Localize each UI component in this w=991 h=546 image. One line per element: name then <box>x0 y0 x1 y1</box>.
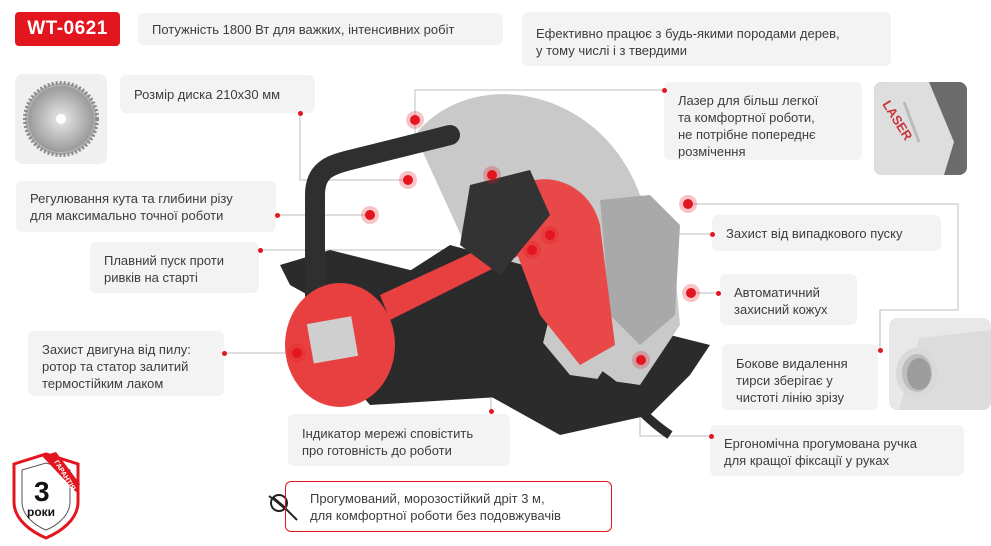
feature-grip-text: Ергономічна прогумована ручка для кращої… <box>724 436 917 468</box>
feature-power: Потужність 1800 Вт для важких, інтенсивн… <box>138 13 503 45</box>
hotspot-motor <box>292 348 302 358</box>
hotspot-disc <box>403 175 413 185</box>
feature-motor: Захист двигуна від пилу: ротор та статор… <box>28 331 224 396</box>
feature-disc-text: Розмір диска 210х30 мм <box>134 87 281 102</box>
dust-port-icon <box>896 330 991 410</box>
laser-module-icon: LASER <box>874 82 967 175</box>
dot-indicator <box>489 409 494 414</box>
feature-safety-start-text: Захист від випадкового пуску <box>726 226 903 241</box>
laser-thumbnail: LASER <box>874 82 967 175</box>
feature-safety-start: Захист від випадкового пуску <box>712 215 941 251</box>
feature-motor-text: Захист двигуна від пилу: ротор та статор… <box>42 342 191 391</box>
feature-cord: Прогумований, морозостійкий дріт 3 м, дл… <box>285 481 612 532</box>
feature-softstart-text: Плавний пуск проти ривків на старті <box>104 253 225 285</box>
dot-adjust <box>275 213 280 218</box>
feature-power-text: Потужність 1800 Вт для важких, інтенсивн… <box>152 22 455 37</box>
dot-guard <box>716 291 721 296</box>
feature-dust: Бокове видалення тирси зберігає у чистот… <box>722 344 878 410</box>
dot-laser <box>662 88 667 93</box>
dot-motor <box>222 351 227 356</box>
dust-port-thumbnail <box>889 318 991 410</box>
hotspot-safety <box>545 230 555 240</box>
feature-indicator-text: Індикатор мережі сповістить про готовніс… <box>302 426 474 458</box>
feature-grip: Ергономічна прогумована ручка для кращої… <box>710 425 964 476</box>
hotspot-laser <box>410 115 420 125</box>
hotspot-adjust <box>365 210 375 220</box>
dot-safety <box>710 232 715 237</box>
warranty-unit: роки <box>27 505 55 519</box>
hotspot-guard <box>686 288 696 298</box>
dot-grip <box>709 434 714 439</box>
warranty-badge: ГАРАНТІЯ 3 роки <box>12 452 80 540</box>
feature-indicator: Індикатор мережі сповістить про готовніс… <box>288 414 510 466</box>
feature-disc: Розмір диска 210х30 мм <box>120 75 315 113</box>
hotspot-indicator <box>487 170 497 180</box>
warranty-number: 3 <box>34 476 50 507</box>
power-cord-icon <box>268 494 298 521</box>
feature-softstart: Плавний пуск проти ривків на старті <box>90 242 259 293</box>
dot-dust <box>878 348 883 353</box>
feature-adjust-text: Регулювання кута та глибини різу для мак… <box>30 191 233 223</box>
feature-wood: Ефективно працює з будь-якими породами д… <box>522 12 891 66</box>
feature-laser-text: Лазер для більш легкої та комфортної роб… <box>678 93 819 159</box>
saw-disc-thumbnail <box>15 74 107 164</box>
hotspot-grip <box>636 355 646 365</box>
feature-dust-text: Бокове видалення тирси зберігає у чистот… <box>736 356 848 405</box>
circular-saw-image <box>280 94 710 439</box>
hotspot-softstart <box>527 245 537 255</box>
saw-disc-icon <box>23 81 99 157</box>
feature-guard: Автоматичний захисний кожух <box>720 274 857 325</box>
feature-wood-text: Ефективно працює з будь-якими породами д… <box>536 26 840 58</box>
feature-cord-text: Прогумований, морозостійкий дріт 3 м, дл… <box>310 491 561 523</box>
dot-disc <box>298 111 303 116</box>
feature-guard-text: Автоматичний захисний кожух <box>734 285 828 317</box>
model-label: WT-0621 <box>27 18 108 39</box>
hotspot-dust <box>683 199 693 209</box>
feature-laser: Лазер для більш легкої та комфортної роб… <box>664 82 862 160</box>
dot-softstart <box>258 248 263 253</box>
model-badge: WT-0621 <box>15 12 120 46</box>
feature-adjust: Регулювання кута та глибини різу для мак… <box>16 181 276 232</box>
